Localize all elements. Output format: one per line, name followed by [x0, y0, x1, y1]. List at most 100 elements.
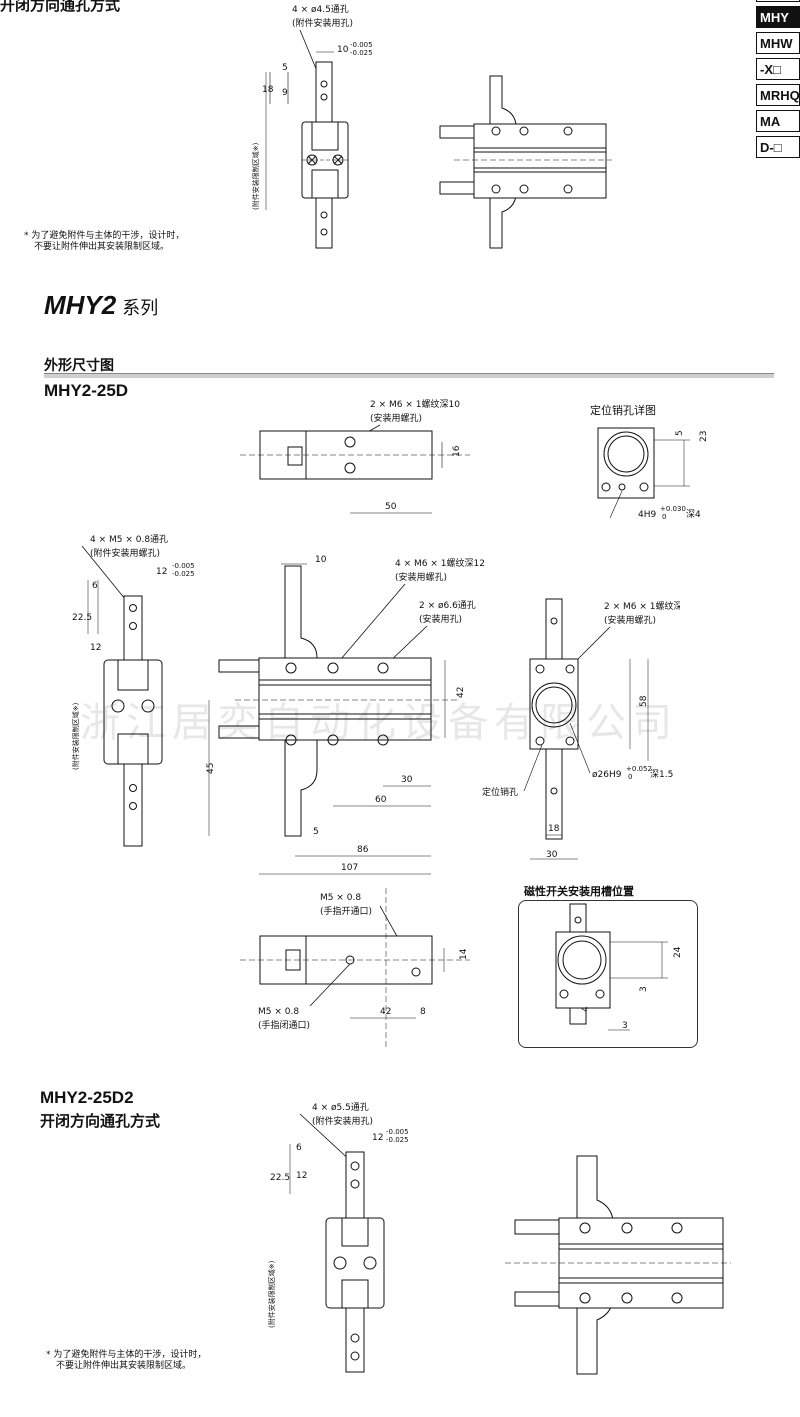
d2-restrict-label: (附件安装限制区域※) [267, 1260, 276, 1328]
bottom-dim-14: 14 [459, 948, 469, 960]
d2-tol-plus: -0.005 [386, 1128, 409, 1136]
bottom-port-open: M5 × 0.8 [320, 893, 361, 903]
pin-detail-drawing: 定位销孔详图 23 5 4H9 +0.030 0 深4 [590, 403, 709, 521]
sidebar-tab-mhw[interactable]: MHW [756, 32, 800, 54]
front-dim-45: 45 [206, 763, 216, 774]
top-dim-width: 10 [337, 45, 349, 55]
top-view-callout: 2 × M6 × 1螺纹深10 [370, 398, 460, 410]
top-hole-note: (附件安装用孔) [292, 17, 353, 29]
side-attach-callout: 4 × M5 × 0.8通孔 [90, 534, 168, 545]
top-hole-callout: 4 × ø4.5通孔 [292, 4, 349, 15]
outline-model: MHY2-25D [44, 381, 129, 400]
front-view-drawing: 10 4 × M6 × 1螺纹深12 (安装用螺孔) 2 × ø6.6通孔 (安… [206, 555, 485, 875]
end-callout-note: (安装用螺孔) [604, 614, 656, 626]
bottom-port-close: M5 × 0.8 [258, 1007, 299, 1017]
top-view-drawing: 2 × M6 × 1螺纹深10 (安装用螺孔) 16 50 [240, 398, 470, 514]
sidebar-tab-mhy[interactable]: MHY [756, 6, 800, 28]
end-bore-depth: 深1.5 [650, 769, 673, 780]
top-dim-5: 5 [282, 63, 288, 73]
switch-slot-drawing: 24 3 4 3 [555, 903, 683, 1031]
bottom-port-close-note: (手指闭通口) [258, 1019, 310, 1031]
end-tol-zero: 0 [628, 773, 632, 781]
top-dim-18: 18 [262, 85, 274, 95]
d2-footnote-line-1: * 为了避免附件与主体的干涉，设计时， [46, 1350, 207, 1360]
pin-detail-dim-5: 5 [675, 430, 685, 436]
top-section-title: 开闭方向通孔方式 [0, 0, 121, 14]
outline-heading: 外形尺寸图 [44, 358, 114, 374]
pin-detail-dim-23: 23 [699, 431, 709, 442]
side-attach-dim-12b: 12 [90, 643, 101, 653]
switch-dim-3: 3 [639, 986, 649, 992]
watermark-text: 浙江居奕自动化设备有限公司 [80, 700, 678, 746]
d2-dim-22-5: 22.5 [270, 1173, 290, 1183]
d2-title: 开闭方向通孔方式 [40, 1112, 161, 1130]
end-callout: 2 × M6 × 1螺纹深12 [604, 600, 680, 612]
d2-tol-minus: -0.025 [386, 1136, 409, 1144]
sidebar-tab-d[interactable]: D-□ [756, 136, 800, 158]
side-attach-dim-22-5: 22.5 [72, 613, 92, 623]
end-view-drawing: 2 × M6 × 1螺纹深12 (安装用螺孔) 46 58 ø26H9 +0.0… [482, 598, 680, 860]
top-view-dim-16: 16 [452, 445, 462, 457]
side-attach-dim-6: 6 [92, 581, 98, 591]
front-dim-60: 60 [375, 795, 387, 805]
end-tol-plus: +0.052 [626, 765, 652, 773]
end-dim-58: 58 [639, 695, 649, 707]
top-tol-plus: -0.005 [350, 41, 373, 49]
d2-hole-note: (附件安装用孔) [312, 1115, 373, 1127]
front-callout-b: 2 × ø6.6通孔 [419, 600, 476, 611]
top-footnote: * 为了避免附件与主体的干涉，设计时， 不要让附件伸出其安装限制区域。 [24, 231, 184, 253]
switch-dim-4: 4 [581, 1006, 591, 1012]
pin-detail-tol-plus: +0.030 [660, 505, 686, 513]
top-attach-drawing: 4 × ø4.5通孔 (附件安装用孔) 10 -0.005 -0.025 5 9… [251, 4, 612, 249]
top-view-dim-50: 50 [385, 502, 397, 512]
bottom-view-drawing: M5 × 0.8 (手指开通口) 14 M5 × 0.8 (手指闭通口) 42 … [240, 888, 470, 1048]
pin-detail-depth: 深4 [686, 509, 701, 520]
sidebar-tab-blank [756, 0, 800, 2]
d2-footnote: * 为了避免附件与主体的干涉，设计时， 不要让附件伸出其安装限制区域。 [46, 1350, 206, 1372]
top-footnote-line-1: * 为了避免附件与主体的干涉，设计时， [24, 231, 185, 241]
top-view-callout-note: (安装用螺孔) [370, 412, 422, 424]
front-dim-86: 86 [357, 845, 369, 855]
side-attach-callout-note: (附件安装用螺孔) [90, 547, 160, 559]
sidebar-tab-x[interactable]: -X□ [756, 58, 800, 80]
d2-footnote-line-2: 不要让附件伸出其安装限制区域。 [56, 1361, 192, 1371]
top-dim-9: 9 [282, 88, 288, 98]
switch-slot-box [518, 900, 698, 1048]
series-model: MHY2 [44, 290, 117, 320]
d2-dim-6: 6 [296, 1143, 302, 1153]
front-callout-a: 4 × M6 × 1螺纹深12 [395, 557, 485, 569]
bottom-dim-42: 42 [380, 1007, 391, 1017]
front-callout-b-note: (安装用孔) [419, 613, 462, 625]
top-restrict-label: (附件安装限制区域※) [251, 142, 260, 210]
heading-rule [44, 373, 774, 378]
end-dim-30: 30 [546, 850, 558, 860]
bottom-dim-8: 8 [420, 1007, 426, 1017]
d2-dim-12: 12 [372, 1133, 383, 1143]
end-pin-label: 定位销孔 [482, 786, 518, 798]
front-dim-42: 42 [456, 687, 466, 698]
front-dim-30: 30 [401, 775, 413, 785]
switch-dim-24: 24 [673, 946, 683, 958]
side-attach-drawing: 4 × M5 × 0.8通孔 (附件安装用螺孔) 12 -0.005 -0.02… [71, 534, 195, 847]
bottom-port-open-note: (手指开通口) [320, 905, 372, 917]
front-dim-5: 5 [313, 827, 319, 837]
d2-dim-12b: 12 [296, 1171, 307, 1181]
top-tol-minus: -0.025 [350, 49, 373, 57]
top-footnote-line-2: 不要让附件伸出其安装限制区域。 [34, 242, 170, 252]
d2-side-drawing [505, 1155, 731, 1375]
sidebar-tab-mrhq[interactable]: MRHQ [756, 84, 800, 106]
front-callout-a-note: (安装用螺孔) [395, 571, 447, 583]
sidebar-tab-ma[interactable]: MA [756, 110, 800, 132]
side-attach-tol-plus: -0.005 [172, 562, 195, 570]
end-bore-spec: ø26H9 [592, 770, 622, 780]
end-dim-18: 18 [548, 824, 560, 834]
pin-detail-hole-spec: 4H9 [638, 510, 656, 520]
side-attach-dim-12: 12 [156, 567, 167, 577]
pin-detail-tol-zero: 0 [662, 513, 666, 521]
pin-detail-title: 定位销孔详图 [590, 403, 656, 417]
d2-hole-callout: 4 × ø5.5通孔 [312, 1102, 369, 1113]
switch-slot-title: 磁性开关安装用槽位置 [524, 885, 634, 898]
switch-dim-3b: 3 [622, 1021, 628, 1031]
side-attach-tol-minus: -0.025 [172, 570, 195, 578]
